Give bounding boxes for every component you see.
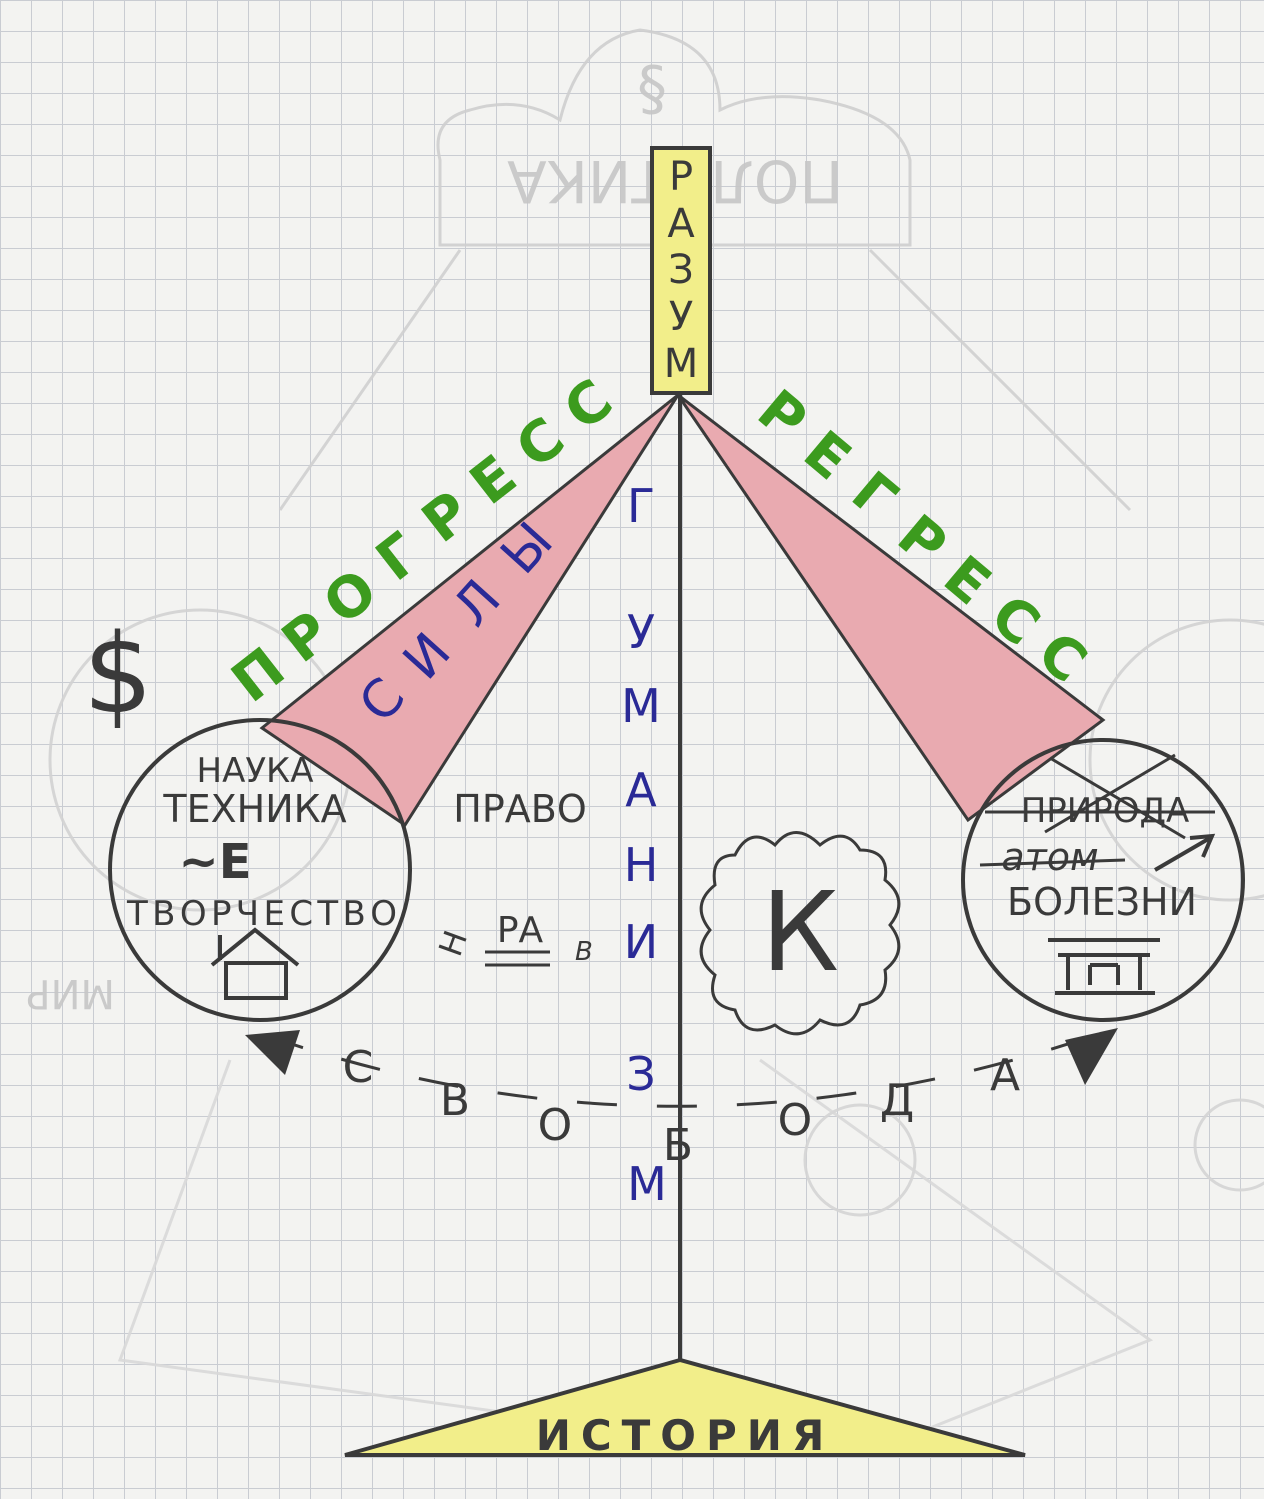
freedom-letter-4: О bbox=[778, 1095, 813, 1146]
freedom-letter-1: В bbox=[440, 1075, 470, 1126]
freedom-letter-5: Д bbox=[880, 1075, 914, 1126]
reason-letter-3: У bbox=[669, 294, 693, 340]
law-small-a: Н bbox=[431, 926, 475, 962]
right-circle: ПРИРОДА атом БОЛЕЗНИ bbox=[963, 740, 1243, 1020]
freedom-letter-2: О bbox=[538, 1100, 573, 1151]
creativity-label: ТВОРЧЕСТВО bbox=[126, 894, 397, 934]
technology-label: ТЕХНИКА bbox=[162, 787, 346, 831]
freedom-letter-3: Б bbox=[663, 1120, 693, 1171]
humanism-letter-6: З bbox=[626, 1047, 656, 1101]
house-icon bbox=[212, 930, 298, 998]
progress-letter-0: П bbox=[220, 635, 297, 715]
freedom-letter-6: А bbox=[990, 1050, 1020, 1101]
humanism-letter-2: М bbox=[621, 679, 661, 733]
humanism-letter-1: У bbox=[627, 605, 655, 659]
ghost-left-small: МИР bbox=[26, 970, 115, 1016]
law-small-b: РА bbox=[497, 910, 544, 951]
progress-letter-3: Г bbox=[365, 521, 433, 594]
progress-letter-4: Р bbox=[410, 479, 482, 555]
culture-letter: К bbox=[761, 868, 839, 996]
regress-letter-2: Г bbox=[839, 459, 908, 532]
law-small: Н РА В bbox=[431, 910, 593, 967]
culture-cloud-icon: К bbox=[701, 833, 899, 1034]
regress-letter-1: Е bbox=[791, 419, 862, 493]
law-small-c: В bbox=[575, 937, 593, 967]
reason-letter-4: М bbox=[664, 341, 699, 387]
humanism-letter-3: А bbox=[625, 763, 657, 817]
energy-label: ~Е bbox=[178, 834, 251, 890]
dollar-sign: $ bbox=[83, 610, 153, 738]
freedom-right-arrowhead bbox=[1065, 1028, 1118, 1085]
reason-letter-1: А bbox=[667, 201, 695, 247]
history-base: ИСТОРИЯ bbox=[345, 1360, 1025, 1460]
arrow-up-right-icon bbox=[1155, 836, 1212, 870]
reason-letter-2: З bbox=[668, 247, 694, 293]
progress-letter-2: О bbox=[312, 557, 390, 638]
ghost-section-sign: § bbox=[637, 55, 667, 125]
left-circle: НАУКА ТЕХНИКА ~Е ТВОРЧЕСТВО bbox=[110, 720, 410, 1020]
law-label: ПРАВО bbox=[453, 787, 586, 831]
humanism-letter-7: М bbox=[627, 1157, 667, 1211]
progress-letter-7: С bbox=[552, 367, 624, 444]
science-label: НАУКА bbox=[197, 751, 314, 791]
atom-label: атом bbox=[1001, 835, 1098, 879]
diseases-label: БОЛЕЗНИ bbox=[1007, 880, 1197, 924]
progress-letter-6: С bbox=[504, 405, 576, 482]
freedom-left-arrowhead bbox=[245, 1030, 300, 1075]
humanism-letter-5: И bbox=[624, 915, 658, 969]
reason-letter-0: Р bbox=[669, 154, 693, 200]
regress-letter-0: Р bbox=[745, 378, 818, 454]
freedom-letter-0: С bbox=[343, 1042, 374, 1093]
history-label: ИСТОРИЯ bbox=[536, 1411, 835, 1460]
progress-letter-5: Е bbox=[459, 443, 529, 518]
gate-icon bbox=[1048, 940, 1160, 993]
humanism-letter-4: Н bbox=[624, 838, 659, 892]
humanism-letter-0: Г bbox=[627, 479, 655, 533]
